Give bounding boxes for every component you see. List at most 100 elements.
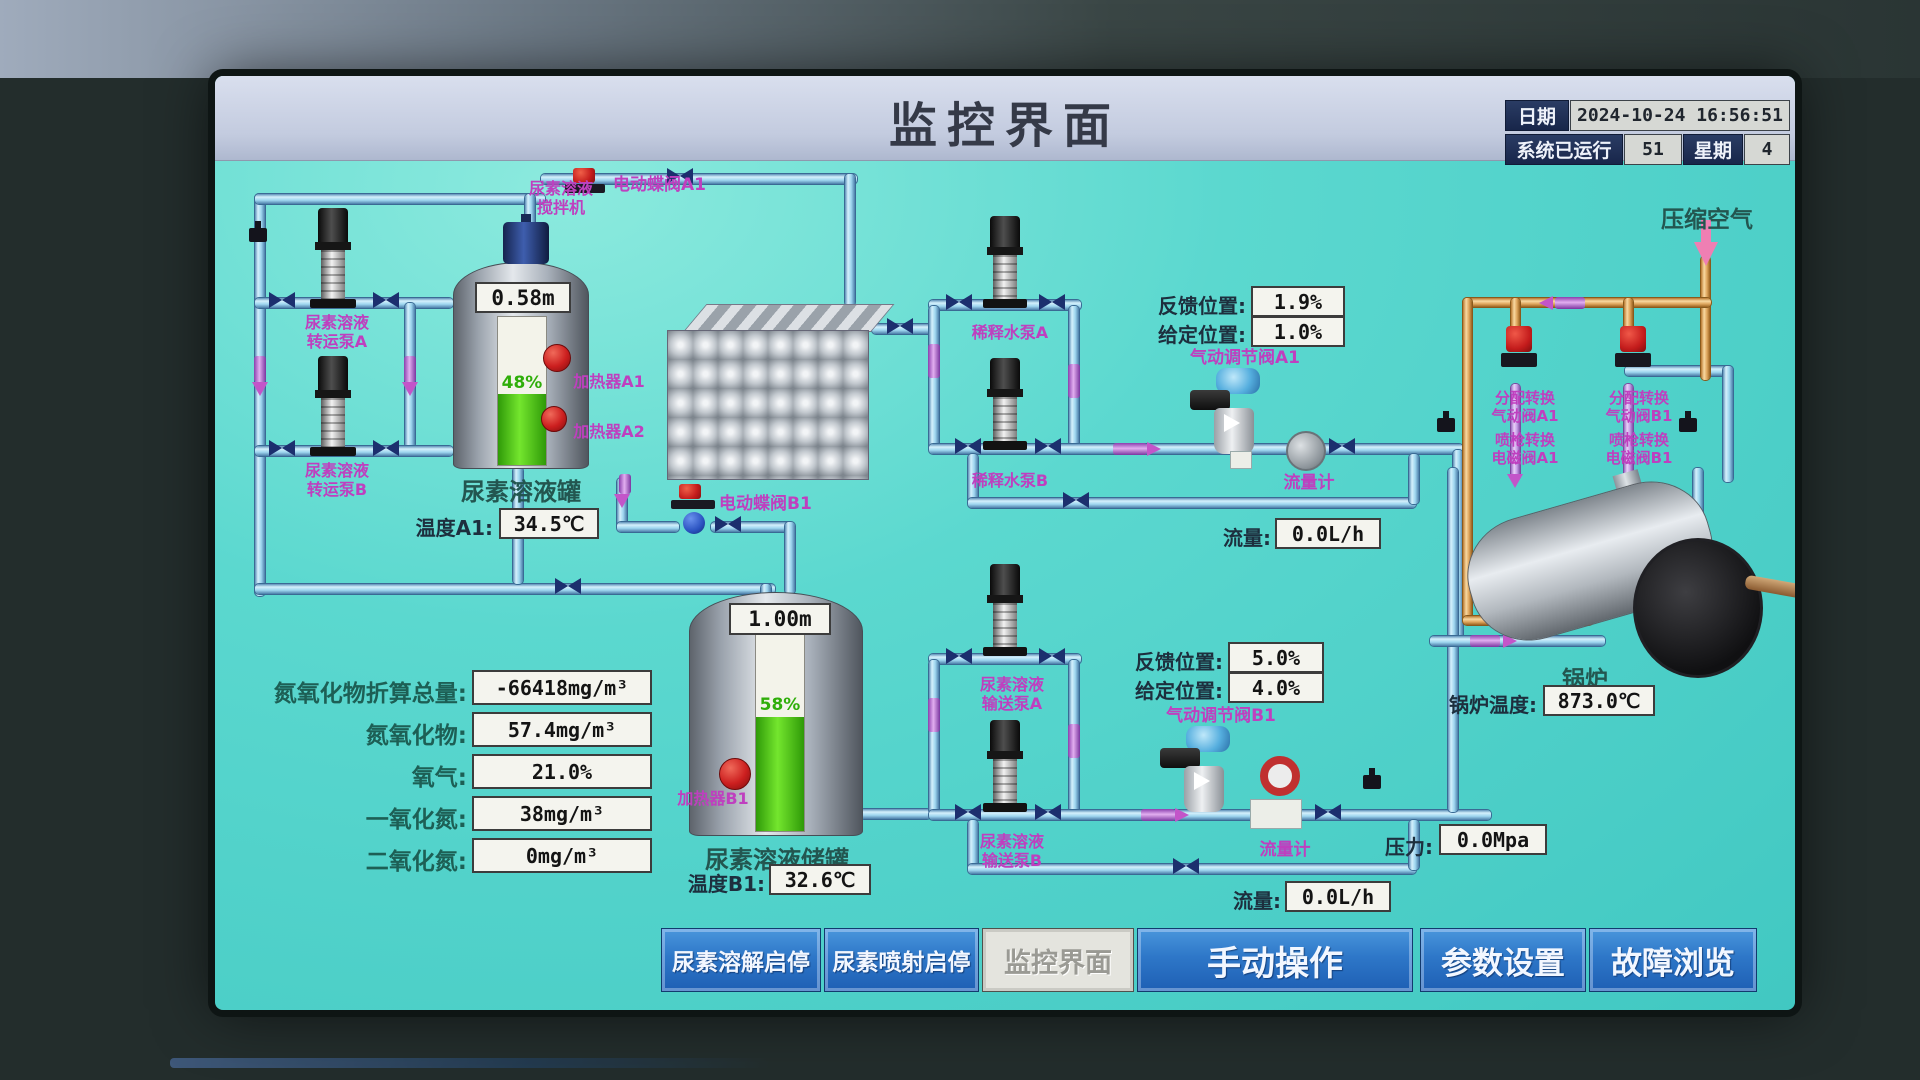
air-pipe-segment	[1701, 256, 1710, 380]
pipe-segment	[1409, 820, 1419, 870]
compressed-air-label: 压缩空气	[1661, 207, 1753, 233]
flow-sensor-icon	[1260, 756, 1300, 796]
hmi-screen: 监控界面 日期 2024-10-24 16:56:51 系统已运行 51 星期 …	[215, 76, 1795, 1010]
nav-button-monitor[interactable]: 监控界面	[982, 928, 1134, 992]
emission-value: -66418mg/m³	[472, 670, 652, 705]
pump-flange	[987, 389, 1023, 398]
pipe-segment	[968, 498, 1416, 508]
line-a-feedback-value: 1.9%	[1251, 286, 1345, 317]
pump-label-line: 尿素溶液	[304, 461, 369, 480]
pipe-segment	[541, 174, 857, 184]
boiler-temp-label: 锅炉温度:	[1449, 693, 1537, 717]
nav-button-params[interactable]: 参数设置	[1420, 928, 1586, 992]
pump-label: 尿素溶液 转运泵A	[277, 313, 397, 352]
flow-transmitter	[1250, 799, 1302, 829]
nav-button-urea-dissolve[interactable]: 尿素溶解启停	[661, 928, 821, 992]
label-line: 喷枪转换	[1494, 431, 1555, 449]
pump-label: 稀释水泵A	[971, 323, 1049, 342]
nav-button-faults[interactable]: 故障浏览	[1589, 928, 1757, 992]
pump-label-line: 转运泵B	[306, 479, 368, 499]
valve-icon	[715, 515, 741, 533]
dilution-pump-b	[983, 358, 1027, 450]
tank1-temp-value: 34.5℃	[499, 508, 599, 539]
valve-icon	[955, 803, 981, 821]
pump-base	[310, 299, 356, 308]
air-pipe-segment	[1463, 298, 1711, 307]
flow-marker	[1555, 297, 1585, 309]
flow-arrow-icon	[252, 382, 268, 396]
flowmeter-a-icon	[1286, 431, 1326, 471]
tank1-name: 尿素溶液罐	[461, 478, 581, 506]
tank2-level-gauge: 58%	[755, 634, 805, 832]
pump-motor	[990, 216, 1020, 248]
line-a-feedback-label: 反馈位置:	[1158, 294, 1246, 318]
date-value: 2024-10-24 16:56:51	[1570, 100, 1790, 131]
pump-base	[983, 803, 1027, 812]
heater-b1-label: 加热器B1	[677, 789, 749, 808]
valve-icon	[373, 291, 399, 309]
valve-motor	[1160, 748, 1200, 768]
pipe-segment	[929, 306, 939, 452]
line-b-setpoint-value[interactable]: 4.0%	[1228, 672, 1324, 703]
pipe-segment	[1693, 468, 1703, 528]
photo-bottom-reflection	[170, 1058, 770, 1068]
nav-button-urea-inject[interactable]: 尿素喷射启停	[824, 928, 979, 992]
pressure-sensor-icon	[1363, 768, 1381, 789]
flow-transmitter	[1230, 451, 1252, 469]
boiler-temp-value: 873.0℃	[1543, 685, 1655, 716]
nav-button-manual[interactable]: 手动操作	[1137, 928, 1413, 992]
gun-valve-a1-label: 喷枪转换 电磁阀A1	[1477, 431, 1573, 467]
emission-label: 氮氧化物:	[365, 723, 467, 749]
pump-motor	[990, 358, 1020, 390]
line-a-setpoint-value[interactable]: 1.0%	[1251, 316, 1345, 347]
line-b-feedback-label: 反馈位置:	[1135, 650, 1223, 674]
boiler-graphic	[1454, 468, 1795, 704]
label-line: 气动阀A1	[1491, 406, 1559, 425]
dilution-water-tank	[667, 304, 895, 480]
line-a-setpoint-label: 给定位置:	[1158, 323, 1246, 347]
valve-icon	[1063, 491, 1089, 509]
label-line: 电磁阀A1	[1491, 448, 1559, 467]
pump-label-line: 尿素溶液	[304, 313, 369, 332]
pipe-segment	[711, 522, 793, 532]
uptime-value: 51	[1624, 134, 1682, 165]
solenoid-valve-icon	[1679, 411, 1697, 432]
water-tank-face	[667, 330, 869, 480]
butterfly-valve-a1-label: 电动蝶阀A1	[613, 175, 706, 195]
control-valve-b1-label: 气动调节阀B1	[1166, 706, 1276, 726]
valve-icon	[955, 437, 981, 455]
pump-base	[983, 299, 1027, 308]
valve-body	[671, 500, 715, 509]
tank2-level-value: 1.00m	[729, 603, 831, 635]
control-valve-a1-icon	[1190, 368, 1262, 468]
valve-icon	[1173, 857, 1199, 875]
valve-icon	[1035, 803, 1061, 821]
valve-actuator	[1506, 326, 1532, 352]
pump-label-line: 输送泵A	[981, 693, 1043, 713]
heater-a1-icon	[543, 344, 571, 372]
agitator-motor	[503, 214, 549, 264]
valve-icon	[887, 317, 913, 335]
butterfly-valve-b1-icon	[671, 484, 715, 514]
control-valve-b1-icon	[1160, 726, 1232, 830]
valve-icon	[946, 293, 972, 311]
valve-icon	[1039, 647, 1065, 665]
pump-label: 稀释水泵B	[971, 471, 1049, 490]
pump-body	[993, 603, 1017, 647]
emission-label: 氮氧化物折算总量:	[273, 681, 467, 707]
flow-marker	[1470, 635, 1500, 647]
flow-arrow-icon	[1539, 296, 1553, 310]
pipe-segment	[929, 810, 1491, 820]
flow-marker	[254, 356, 266, 382]
pipe-segment	[255, 584, 775, 594]
line-b-flow-label: 流量:	[1233, 889, 1281, 913]
line-a-flow-value: 0.0L/h	[1275, 518, 1381, 549]
emission-value: 21.0%	[472, 754, 652, 789]
pipe-segment	[845, 174, 855, 306]
pipe-segment	[1430, 636, 1605, 646]
solenoid-valve-icon	[1437, 411, 1455, 432]
pipe-segment	[255, 194, 545, 204]
sensor-valve-icon	[249, 221, 267, 242]
pump-motor	[990, 564, 1020, 596]
valve-icon	[1315, 803, 1341, 821]
